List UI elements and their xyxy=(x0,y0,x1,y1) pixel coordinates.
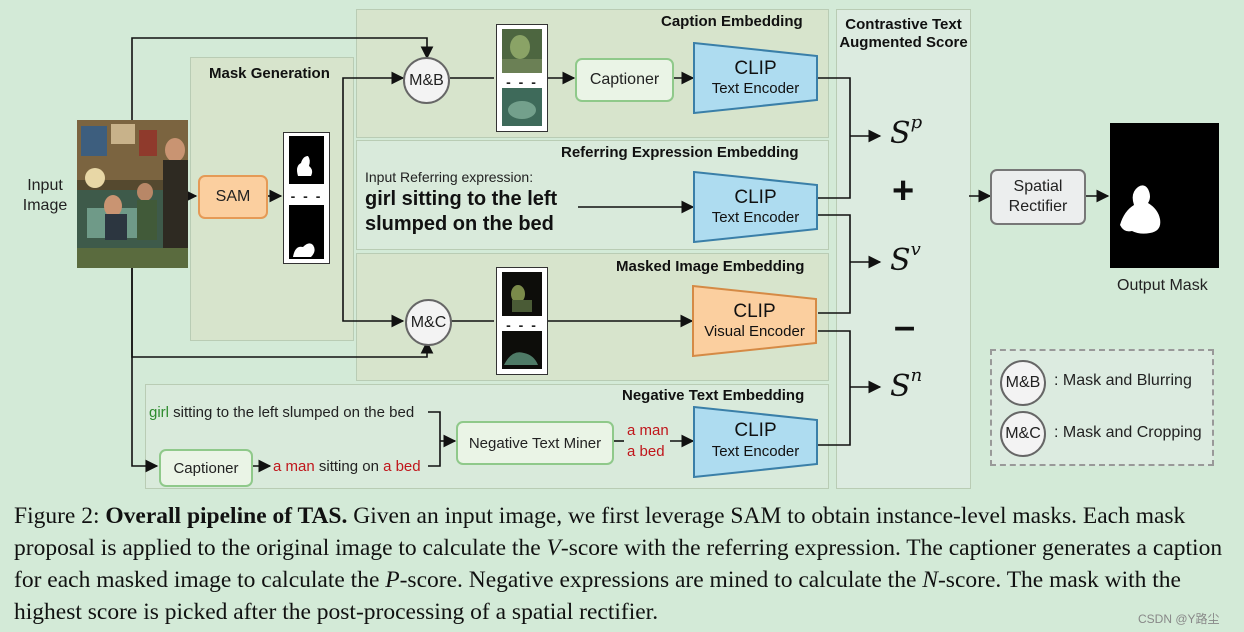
input-image-label: Input Image xyxy=(22,177,68,214)
plus-operator: + xyxy=(892,170,915,212)
encoder-name: CLIP xyxy=(734,58,777,79)
captioner-box-top: Captioner xyxy=(575,58,674,102)
clip-text-encoder-referring: CLIP Text Encoder xyxy=(693,171,818,243)
blurred-crop-1 xyxy=(502,29,542,73)
caption-prefix: Figure 2: xyxy=(14,503,106,529)
input-photo xyxy=(77,120,188,268)
cropped-filmstrip: - - - xyxy=(496,267,548,375)
generated-caption: a man sitting on a bed xyxy=(273,458,421,475)
caption-bold-title: Overall pipeline of TAS. xyxy=(105,503,348,529)
legend-mc-text: : Mask and Cropping xyxy=(1054,424,1202,441)
connector-arrows xyxy=(131,37,1110,473)
score-p: Sp xyxy=(890,112,923,151)
mask-filmstrip-dots: - - - xyxy=(290,188,323,204)
mask-proposal-2 xyxy=(289,205,324,259)
encoder-type: Text Encoder xyxy=(711,209,800,226)
referring-expression-text: girl sitting to the left slumped on the … xyxy=(365,188,558,235)
caption-object: a bed xyxy=(383,458,421,475)
negative-text-title: Negative Text Embedding xyxy=(622,387,805,404)
encoder-trapezoid-shape xyxy=(693,42,818,114)
legend-mc-symbol: M&C xyxy=(1000,411,1046,457)
encoder-type: Text Encoder xyxy=(711,443,800,460)
referring-sentence-negative: girl sitting to the left slumped on the … xyxy=(149,404,414,421)
masked-image-title: Masked Image Embedding xyxy=(616,258,805,275)
encoder-trapezoid-shape xyxy=(692,285,817,357)
caption-subject: a man xyxy=(273,458,315,475)
sam-box: SAM xyxy=(198,175,268,219)
blurred-filmstrip-dots: - - - xyxy=(506,74,538,90)
encoder-name: CLIP xyxy=(734,187,777,208)
watermark: CSDN @Y路尘 xyxy=(1138,612,1220,626)
contrastive-score-title: Contrastive Text Augmented Score xyxy=(839,16,968,51)
output-mask xyxy=(1110,123,1219,268)
score-n: Sn xyxy=(890,365,923,404)
captioner-box-bottom: Captioner xyxy=(159,449,253,487)
referring-subject: girl xyxy=(149,404,170,421)
blurred-crop-2 xyxy=(502,88,542,126)
caption-mid: sitting on xyxy=(314,458,384,475)
mined-negative-2: a bed xyxy=(627,443,665,460)
mask-generation-title: Mask Generation xyxy=(209,65,330,82)
cropped-image-1 xyxy=(502,272,542,316)
clip-text-encoder-negative: CLIP Text Encoder xyxy=(693,406,818,478)
clip-visual-encoder: CLIP Visual Encoder xyxy=(692,285,817,357)
blurred-filmstrip: - - - xyxy=(496,24,548,132)
referring-expression-label: Input Referring expression: xyxy=(365,169,534,185)
legend: M&B : Mask and Blurring M&C : Mask and C… xyxy=(990,349,1214,466)
mask-and-blur-node: M&B xyxy=(403,57,450,104)
referring-expression-title: Referring Expression Embedding xyxy=(561,144,799,161)
mined-negative-1: a man xyxy=(627,422,669,439)
figure-caption: Figure 2: Overall pipeline of TAS. Given… xyxy=(14,503,1223,625)
legend-mb-symbol: M&B xyxy=(1000,360,1046,406)
score-v: Sv xyxy=(890,239,921,278)
encoder-name: CLIP xyxy=(733,301,776,322)
encoder-type: Visual Encoder xyxy=(704,323,805,340)
legend-mb-text: : Mask and Blurring xyxy=(1054,372,1192,389)
spatial-rectifier-box: Spatial Rectifier xyxy=(990,169,1086,225)
cropped-filmstrip-dots: - - - xyxy=(506,317,538,333)
encoder-name: CLIP xyxy=(734,420,777,441)
negative-text-miner-box: Negative Text Miner xyxy=(456,421,614,465)
contrastive-score-region xyxy=(836,9,971,489)
mask-proposal-1 xyxy=(289,136,324,184)
encoder-trapezoid-shape xyxy=(693,171,818,243)
minus-operator: – xyxy=(894,306,916,348)
cropped-image-2 xyxy=(502,331,542,369)
encoder-type: Text Encoder xyxy=(711,80,800,97)
clip-text-encoder-caption: CLIP Text Encoder xyxy=(693,42,818,114)
output-mask-label: Output Mask xyxy=(1117,277,1208,294)
mask-and-crop-node: M&C xyxy=(405,299,452,346)
caption-embedding-title: Caption Embedding xyxy=(661,13,803,30)
referring-rest: sitting to the left slumped on the bed xyxy=(169,404,415,421)
encoder-trapezoid-shape xyxy=(693,406,818,478)
mask-filmstrip: - - - xyxy=(283,132,330,264)
